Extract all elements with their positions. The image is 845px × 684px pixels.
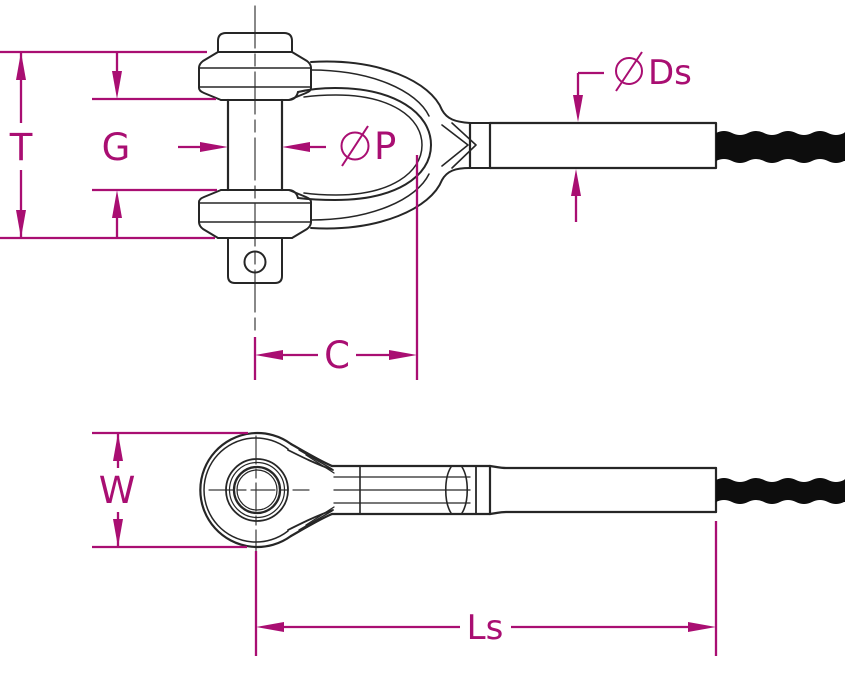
pin-head xyxy=(217,32,293,53)
arrowhead-up xyxy=(113,433,123,461)
jaw-bow xyxy=(297,60,491,230)
dim-T xyxy=(0,50,215,240)
arrowhead-right xyxy=(389,350,417,360)
diameter-symbol xyxy=(615,57,643,85)
dim-P-label: P xyxy=(374,125,396,168)
eye-hole-chamfer xyxy=(236,469,278,511)
dim-W-label: W xyxy=(99,469,136,512)
arrowhead-up xyxy=(571,169,581,196)
dim-G xyxy=(92,52,217,238)
side-view-jaw-fitting xyxy=(198,5,845,332)
side-view-dimensions xyxy=(0,50,643,380)
dim-T-label: T xyxy=(9,126,33,169)
swage-shank-top xyxy=(330,464,718,516)
arrowhead-right xyxy=(688,622,716,632)
swage-transition-marks xyxy=(441,122,477,169)
arrowhead-left xyxy=(256,622,284,632)
arrowhead-left xyxy=(255,350,283,360)
diameter-symbol-slash xyxy=(615,51,643,92)
swage-shank-side xyxy=(468,121,718,170)
diameter-symbol xyxy=(340,131,370,161)
dim-W xyxy=(92,431,248,549)
dim-G-label: G xyxy=(102,126,131,169)
eye-boss-outer xyxy=(225,458,289,522)
dim-Ls xyxy=(254,521,718,656)
eye-boss-inner xyxy=(228,461,286,519)
dimension-labels: T G P Ds C W Ls xyxy=(9,53,692,648)
pin-shank xyxy=(226,98,284,192)
arrowhead-down xyxy=(573,95,583,122)
dim-C xyxy=(253,155,419,380)
top-view-eye-fitting xyxy=(199,431,845,554)
eye-shank-fairing xyxy=(287,442,335,538)
dim-C-label: C xyxy=(324,334,350,377)
arrowhead-down xyxy=(112,71,122,99)
cotter-pin-hole xyxy=(243,250,267,274)
jaw-bottom-ear xyxy=(198,189,312,239)
eye-ring xyxy=(199,431,293,549)
swage-barrel-right xyxy=(461,466,469,514)
dim-Ds-label: Ds xyxy=(648,53,692,93)
arrowhead-right xyxy=(200,142,228,152)
dim-P xyxy=(178,125,370,167)
eye-hole xyxy=(232,465,282,515)
wire-rope-top xyxy=(716,478,845,504)
diameter-symbol-slash xyxy=(341,125,369,167)
arrowhead-up xyxy=(112,190,122,218)
arrowhead-up xyxy=(16,52,26,80)
top-view-dimensions xyxy=(92,431,718,656)
jaw-top-ear xyxy=(198,51,312,101)
dim-Ls-label: Ls xyxy=(467,608,504,648)
swage-barrel-left xyxy=(444,466,452,514)
pin-tail xyxy=(227,237,283,284)
wire-rope-side xyxy=(716,131,845,163)
arrowhead-down xyxy=(16,210,26,238)
arrowhead-down xyxy=(113,519,123,547)
dim-Ds xyxy=(571,51,643,222)
arrowhead-left xyxy=(282,142,310,152)
